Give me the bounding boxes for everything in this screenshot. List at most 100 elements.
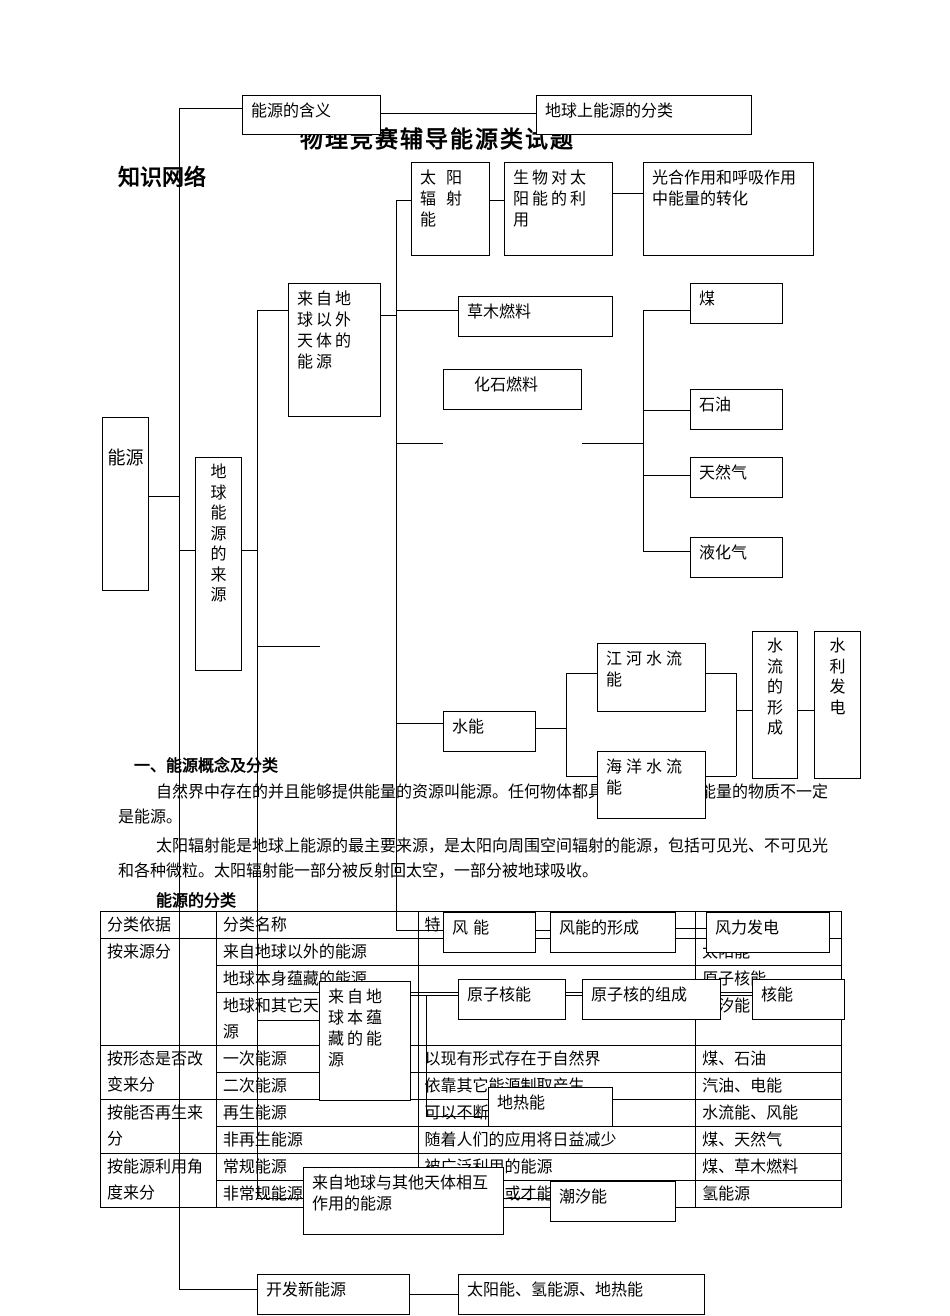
section-heading: 一、能源概念及分类 [134,756,279,775]
node-coal: 煤 [690,283,783,324]
node-from-outside: 来自地球以外天体的能源 [288,283,381,417]
connector-line [257,646,320,648]
table-cell: 煤、天然气 [695,1126,842,1154]
connector-line [566,995,582,997]
connector-line [257,1020,319,1022]
paragraph-solar: 太阳辐射能是地球上能源的最主要来源，是太阳向周围空间辐射的能源，包括可见光、不可… [118,836,829,880]
connector-line [536,728,566,730]
connector-line [706,776,736,778]
connector-line [490,200,504,202]
connector-line [396,310,458,312]
connector-line [411,995,426,997]
node-hydropower: 水利发电 [814,631,861,779]
node-ocean-flow: 海洋水流能 [597,751,706,819]
connector-line [149,496,179,498]
connector-line [257,310,259,1198]
node-oil: 石油 [690,389,783,430]
connector-line [643,410,690,412]
connector-line [566,673,568,776]
connector-line [179,108,242,110]
node-energy: 能源 [102,417,149,591]
connector-line [179,108,181,1289]
node-tidal: 潮汐能 [550,1181,676,1222]
node-new-energy: 开发新能源 [257,1274,410,1315]
connector-line [257,1198,303,1200]
table-cell: 来自地球以外的能源 [215,938,419,966]
table-cell: 按能源利用角度来分 [100,1153,217,1208]
classification-heading: 能源的分类 [156,891,237,910]
table-cell: 煤、草木燃料 [695,1153,842,1181]
table-cell: 水流能、风能 [695,1099,842,1127]
table-header: 分类名称 [215,911,419,939]
connector-line [410,1294,458,1296]
node-interaction-energy: 来自地球与其他天体相互作用的能源 [303,1167,504,1235]
node-wind-energy: 风 能 [443,912,536,953]
table-cell: 煤、石油 [695,1045,842,1073]
table-cell: 汽油、电能 [695,1072,842,1100]
connector-line [706,673,736,675]
table-cell: 按来源分 [100,938,217,1046]
node-geothermal: 地热能 [488,1087,613,1127]
connector-line [536,930,550,932]
table-cell: 再生能源 [215,1099,419,1127]
connector-line [613,193,643,195]
node-stored-energy: 来自地球本蕴藏的能源 [319,981,411,1101]
connector-line [798,710,814,712]
table-cell: 按形态是否改变来分 [100,1045,217,1100]
connector-line [582,443,644,445]
connector-line [396,443,443,445]
node-energy-meaning: 能源的含义 [242,95,381,135]
connector-line [396,200,398,930]
node-nucleus-composition: 原子核的组成 [582,979,721,1020]
node-river-flow: 江河水流能 [597,643,706,712]
connector-line [643,475,690,477]
connector-line [566,673,597,675]
node-photosynthesis: 光合作用和呼吸作用中能量的转化 [643,162,814,256]
classification-table: 分类依据 分类名称 特 按来源分 来自地球以外的能源 太阳能 地球本身蕴藏的能源… [100,911,842,1208]
connector-line [396,200,411,202]
table-row: 非再生能源 随着人们的应用将日益减少 煤、天然气 [101,1126,842,1154]
paragraph-definition: 自然界中存在的并且能够提供能量的资源叫能源。任何物体都具有能量，具有能量的物质不… [118,782,829,826]
connector-line [257,310,288,312]
connector-line [566,776,597,778]
table-header: 分类依据 [100,911,217,939]
node-solar-radiation: 太阳辐射能 [411,162,490,256]
table-cell: 随着人们的应用将日益减少 [417,1126,697,1154]
connector-line [504,1198,550,1200]
node-bio-use: 生物对太阳能的利用 [504,162,613,256]
node-fossil-fuel: 化石燃料 [443,369,582,410]
node-natural-gas: 天然气 [690,457,783,498]
connector-line [736,710,752,712]
table-row: 按能否再生来分 再生能源 可以不断地得到补充 水流能、风能 [100,1099,842,1154]
connector-line [381,315,397,317]
table-cell: 氢能源 [695,1180,842,1208]
connector-line [426,995,458,997]
connector-line [396,723,443,725]
node-water-energy: 水能 [443,711,536,752]
connector-line [396,930,443,932]
connector-line [179,1289,257,1291]
node-wind-formation: 风能的形成 [550,912,676,953]
connector-line [676,928,706,930]
connector-line [643,551,690,553]
connector-line [179,550,195,552]
node-water-formation: 水流的形成 [752,631,798,779]
node-earth-source: 地球能源的来源 [195,457,242,671]
node-wind-power: 风力发电 [706,912,830,953]
connector-line [426,1116,488,1118]
node-classification: 地球上能源的分类 [536,95,752,135]
connector-line [643,310,690,312]
node-atomic-energy: 原子核能 [458,979,566,1020]
node-grass-fuel: 草木燃料 [458,296,613,337]
table-row: 按形态是否改变来分 一次能源 以现有形式存在于自然界 煤、石油 [100,1045,842,1100]
table-cell: 以现有形式存在于自然界 [417,1045,697,1073]
connector-line [736,673,738,776]
connector-line [380,113,536,115]
knowledge-heading: 知识网络 [118,166,207,191]
connector-line [721,995,752,997]
connector-line [242,550,258,552]
table-cell: 按能否再生来分 [100,1099,217,1154]
node-new-energy-list: 太阳能、氢能源、地热能 [458,1274,705,1315]
connector-line [426,995,428,1116]
node-lpg: 液化气 [690,537,783,578]
